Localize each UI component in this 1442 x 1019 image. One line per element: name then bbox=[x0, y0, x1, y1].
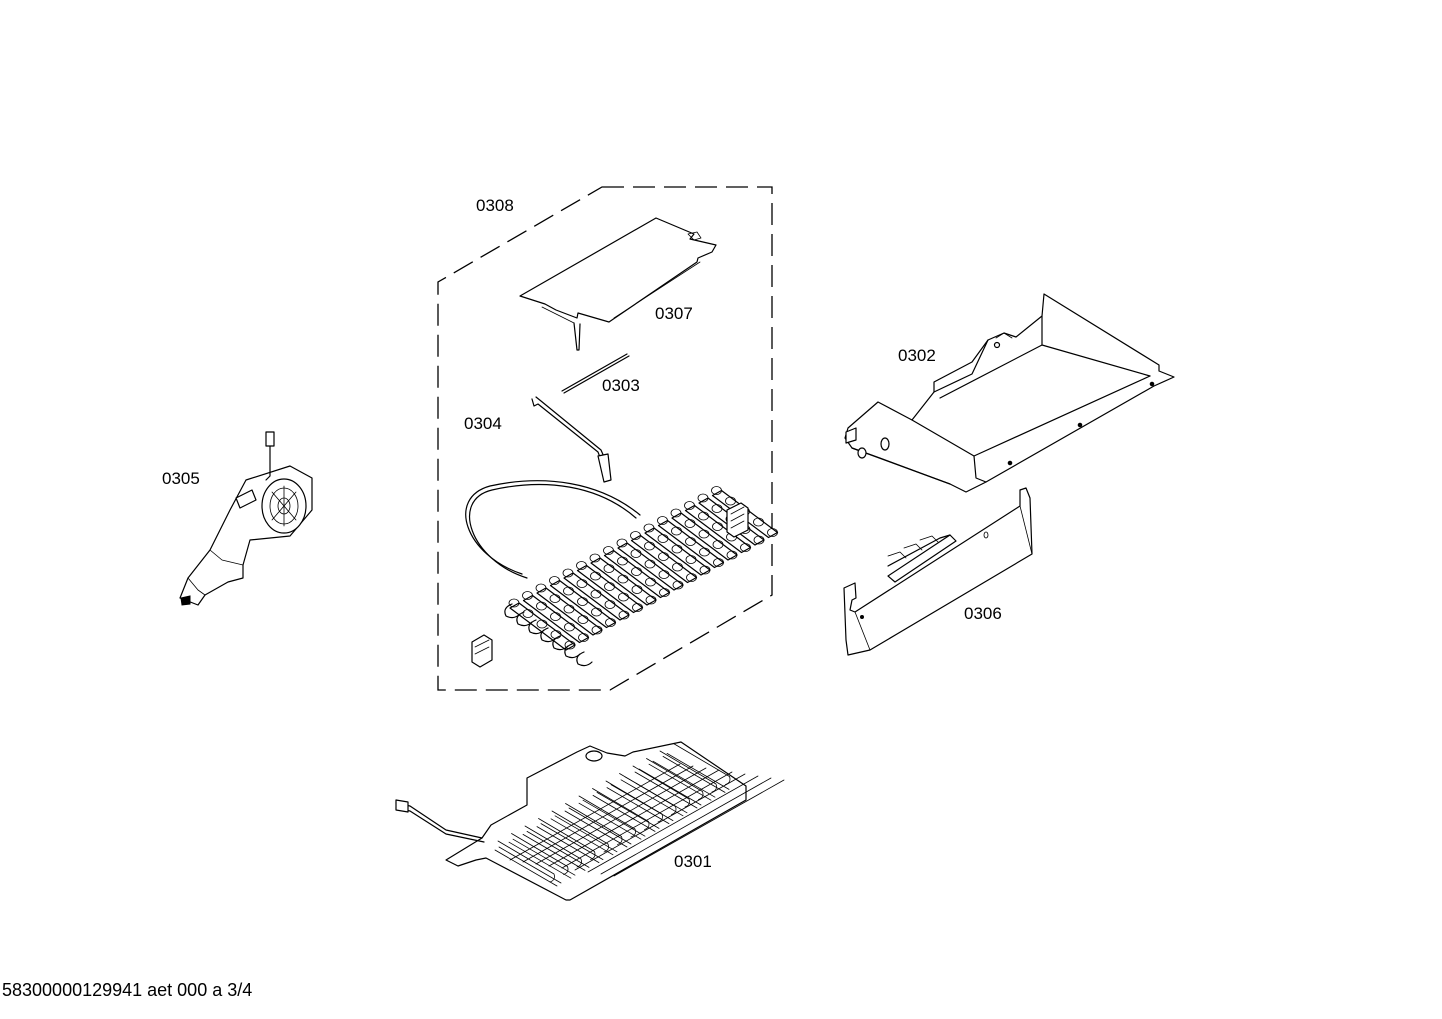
label-0308: 0308 bbox=[476, 196, 514, 215]
part-0301-evaporator-plate[interactable] bbox=[395, 741, 785, 901]
label-0301: 0301 bbox=[674, 852, 712, 871]
assembly-boundary-0308 bbox=[437, 186, 773, 691]
label-0305: 0305 bbox=[162, 469, 200, 488]
label-0307: 0307 bbox=[655, 304, 693, 323]
label-0303: 0303 bbox=[602, 376, 640, 395]
label-0304: 0304 bbox=[464, 414, 502, 433]
drawing-reference-number: 58300000129941 aet 000 a 3/4 bbox=[2, 980, 253, 1000]
part-0303-sensor-rod[interactable] bbox=[561, 353, 630, 394]
part-0306-rear-panel[interactable] bbox=[843, 487, 1033, 656]
part-0305-fan-assembly[interactable] bbox=[179, 431, 313, 606]
label-0302: 0302 bbox=[898, 346, 936, 365]
part-0302-tray[interactable] bbox=[844, 293, 1175, 493]
part-0307-cover-plate[interactable] bbox=[519, 217, 717, 351]
part-0308-evaporator[interactable] bbox=[465, 480, 779, 668]
label-0306: 0306 bbox=[964, 604, 1002, 623]
part-0304-heater-wire[interactable] bbox=[531, 396, 612, 483]
